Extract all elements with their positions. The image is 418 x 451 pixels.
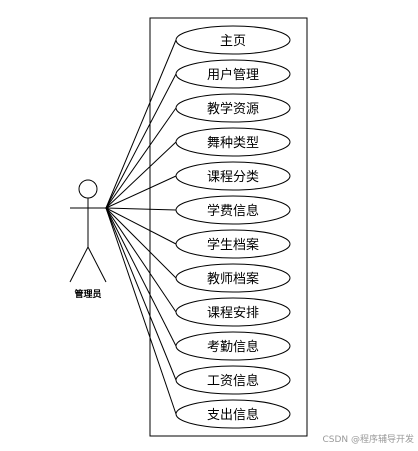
actor-head — [78, 179, 98, 199]
use-case-label: 课程分类 — [207, 170, 259, 185]
use-case-label: 教学资源 — [207, 101, 259, 117]
watermark: CSDN @程序辅导开发 — [322, 435, 414, 445]
use-case-ellipse — [175, 229, 291, 259]
association-lines — [105, 39, 177, 415]
actor-right-leg — [87, 246, 107, 283]
use-case-user-management: 用户管理 — [175, 59, 291, 89]
use-case-ellipse — [175, 195, 291, 225]
use-case-label: 学费信息 — [207, 203, 259, 219]
actor-label: 管理员 — [74, 288, 101, 300]
use-case-ellipse — [175, 365, 291, 395]
use-case-ellipse — [175, 25, 291, 55]
use-case-teaching-resources: 教学资源 — [175, 93, 291, 123]
use-case-student-records: 学生档案 — [175, 229, 291, 259]
use-case-label: 用户管理 — [207, 67, 259, 83]
use-case-label: 主页 — [220, 34, 246, 49]
use-case-label: 教师档案 — [207, 271, 259, 287]
association-line-salary-info — [105, 207, 177, 381]
use-case-ellipse — [175, 399, 291, 429]
association-line-expense-info — [105, 207, 177, 415]
use-case-home: 主页 — [175, 25, 291, 55]
use-case-ellipse — [175, 263, 291, 293]
use-case-tuition-info: 学费信息 — [175, 195, 291, 225]
use-case-ellipse — [175, 59, 291, 89]
use-case-label: 考勤信息 — [207, 339, 259, 355]
use-case-salary-info: 工资信息 — [175, 365, 291, 395]
use-case-teacher-records: 教师档案 — [175, 263, 291, 293]
use-case-expense-info: 支出信息 — [175, 399, 291, 429]
use-case-label: 课程安排 — [207, 306, 259, 321]
association-line-user-management — [105, 73, 177, 209]
use-case-label: 学生档案 — [207, 237, 259, 253]
use-case-course-categories: 课程分类 — [175, 161, 291, 191]
use-case-label: 工资信息 — [207, 373, 259, 389]
association-line-course-schedule — [105, 207, 177, 313]
use-case-label: 支出信息 — [207, 407, 259, 423]
use-case-course-schedule: 课程安排 — [175, 297, 291, 327]
actor-left-leg — [69, 246, 89, 283]
use-case-ellipse — [175, 93, 291, 123]
use-case-ellipse — [175, 161, 291, 191]
association-line-student-records — [105, 207, 177, 245]
association-line-dance-types — [105, 141, 177, 209]
association-line-teacher-records — [105, 207, 177, 279]
association-line-attendance-info — [105, 207, 177, 347]
use-case-dance-types: 舞种类型 — [175, 127, 291, 157]
association-line-teaching-resources — [105, 107, 177, 209]
actor-figure: 管理员 — [69, 179, 107, 300]
use-case-ellipse — [175, 331, 291, 361]
system-boundary — [149, 17, 308, 437]
association-line-course-categories — [105, 175, 177, 209]
association-line-tuition-info — [105, 207, 177, 211]
use-case-label: 舞种类型 — [207, 136, 259, 151]
use-case-attendance-info: 考勤信息 — [175, 331, 291, 361]
use-case-ellipse — [175, 127, 291, 157]
use-case-ellipse — [175, 297, 291, 327]
use-case-group: 主页用户管理教学资源舞种类型课程分类学费信息学生档案教师档案课程安排考勤信息工资… — [175, 25, 291, 429]
association-line-home — [105, 39, 177, 209]
